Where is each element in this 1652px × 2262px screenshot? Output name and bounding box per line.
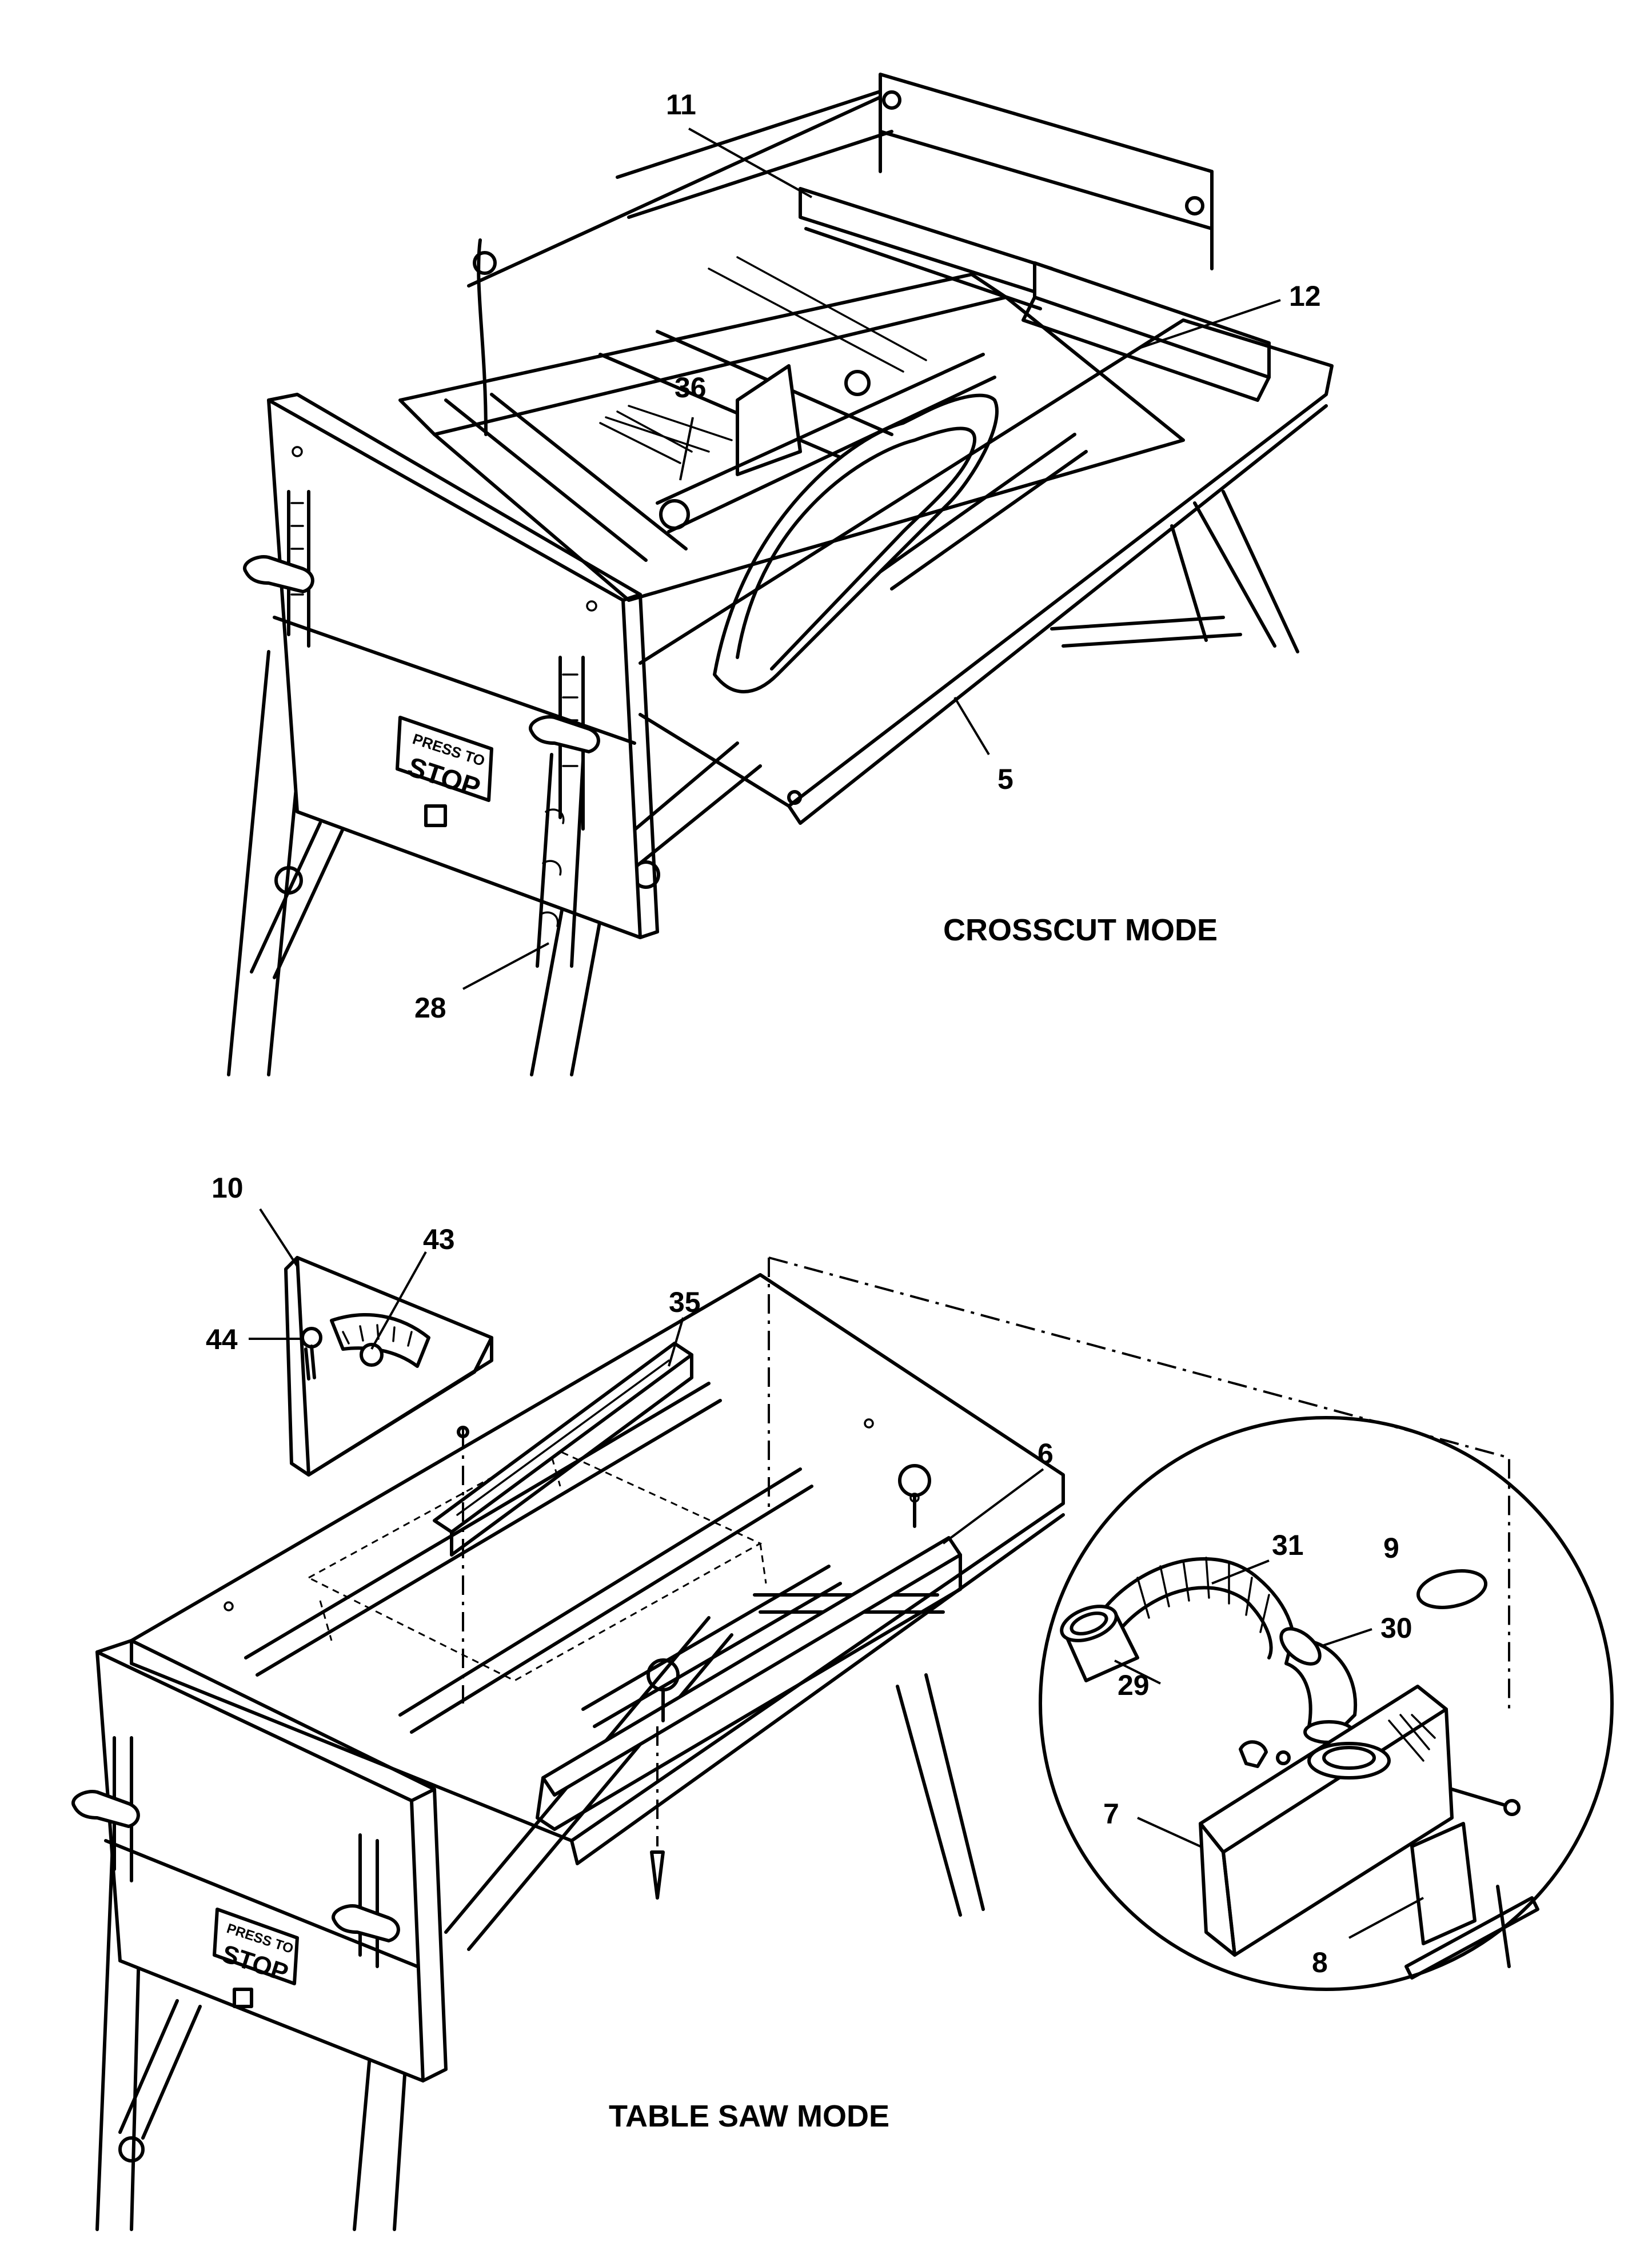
crosscut-front-panel: PRESS TO STOP bbox=[243, 393, 659, 968]
callout-10: 10 bbox=[212, 1172, 244, 1204]
crosscut-carriage bbox=[398, 187, 1185, 602]
callout-11: 11 bbox=[666, 89, 696, 121]
detail-circle bbox=[1039, 1416, 1614, 1991]
detail-callouts: 9 31 30 29 7 8 bbox=[1103, 1529, 1424, 1978]
callout-28: 28 bbox=[414, 992, 446, 1024]
crosscut-view: PRESS TO STOP 11 12 36 5 28 CROSSCUT MOD… bbox=[227, 73, 1334, 1076]
assembly-lines bbox=[457, 1256, 1510, 1900]
callout-12: 12 bbox=[1289, 280, 1321, 312]
mitre-guide-rail bbox=[433, 1342, 693, 1557]
callout-43: 43 bbox=[423, 1223, 455, 1255]
crosscut-mode-title: CROSSCUT MODE bbox=[943, 913, 1218, 947]
dust-chute-7 bbox=[1199, 1685, 1454, 1957]
crosscut-callouts: 11 12 36 5 28 bbox=[414, 89, 1321, 1024]
callout-7: 7 bbox=[1103, 1798, 1119, 1830]
table-saw-table-top bbox=[130, 1273, 1065, 1865]
table-saw-front-panel: PRESS TO STOP bbox=[71, 1639, 448, 2083]
table-saw-view: PRESS TO STOP 10 43 bbox=[71, 1172, 1510, 2231]
crosscut-back-frame bbox=[467, 73, 1214, 288]
callout-30: 30 bbox=[1380, 1612, 1412, 1644]
cap-9 bbox=[1416, 1569, 1488, 1609]
callout-35: 35 bbox=[669, 1286, 701, 1318]
plate-8 bbox=[1404, 1822, 1539, 1980]
callout-36: 36 bbox=[675, 372, 707, 404]
dust-extraction-detail: 9 31 30 29 7 8 bbox=[1039, 1416, 1614, 1991]
mitre-gauge bbox=[284, 1256, 493, 1477]
table-saw-callouts: 10 43 44 35 6 bbox=[206, 1172, 1054, 1545]
callout-29: 29 bbox=[1118, 1669, 1150, 1701]
callout-5: 5 bbox=[997, 763, 1013, 795]
callout-31: 31 bbox=[1272, 1529, 1304, 1561]
callout-8: 8 bbox=[1312, 1946, 1328, 1978]
crosscut-fence bbox=[1021, 261, 1271, 402]
screw bbox=[1450, 1788, 1511, 1808]
rip-fence bbox=[536, 1464, 962, 1831]
crosscut-table-top bbox=[639, 318, 1334, 825]
table-saw-mode-title: TABLE SAW MODE bbox=[609, 2099, 889, 2133]
callout-6: 6 bbox=[1038, 1438, 1054, 1470]
callout-9: 9 bbox=[1383, 1532, 1399, 1564]
callout-44: 44 bbox=[206, 1323, 238, 1355]
